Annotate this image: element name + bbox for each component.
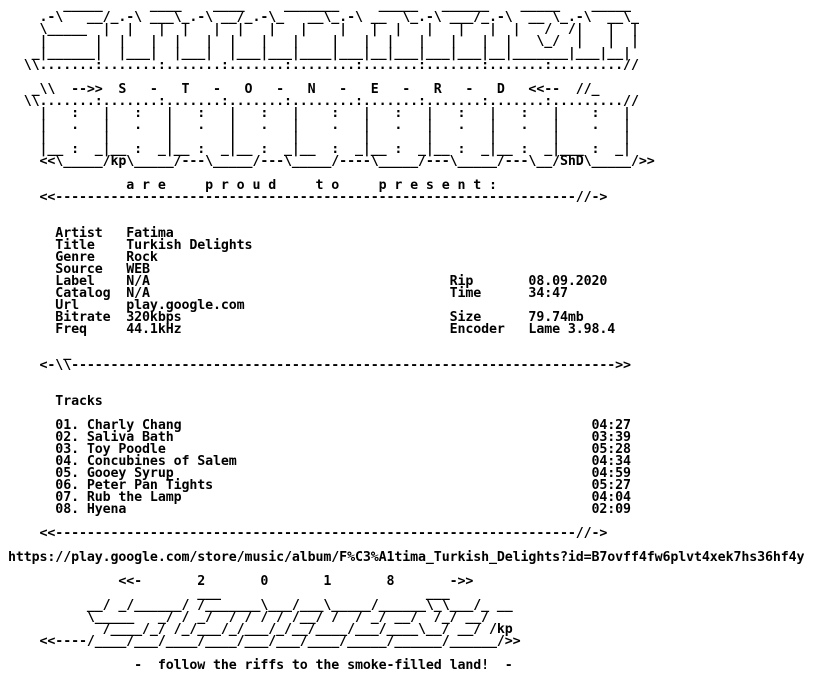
nfo-line xyxy=(8,336,804,348)
nfo-line: Artist Fatima xyxy=(8,226,174,241)
nfo-line: Genre Rock xyxy=(8,250,158,265)
nfo-line: _ xyxy=(8,346,72,361)
nfo-line: _\\ -->> S - T - O - N - E - R - D <<-- … xyxy=(8,82,600,97)
nfo-line: \_____ | | | | | | | | | | | | | | | / /… xyxy=(8,22,639,37)
nfo-line: __/ _/______/ /_______\___/___\_____/___… xyxy=(8,598,513,613)
nfo-line: 01. Charly Chang 04:27 xyxy=(8,418,631,433)
nfo-line: \_____ _/ / _/ / / / / /__/ / / _/ __/ /… xyxy=(8,610,490,625)
nfo-line: 02. Saliva Bath 03:39 xyxy=(8,430,631,445)
nfo-line: https://play.google.com/store/music/albu… xyxy=(8,550,805,565)
nfo-line: _____ ____ ____ _______ _____ ______ ___… xyxy=(8,0,631,13)
nfo-line: 07. Rub the Lamp 04:04 xyxy=(8,490,631,505)
nfo-line: _|______| |___| |___| |___|___|____|___|… xyxy=(8,46,631,61)
nfo-text-document: _____ ____ ____ _______ _____ ______ ___… xyxy=(8,0,805,673)
nfo-line: <-\\------------------------------------… xyxy=(8,358,632,373)
nfo-line: 03. Toy Poodle 05:28 xyxy=(8,442,631,457)
nfo-line xyxy=(8,204,804,216)
nfo-line: 04. Concubines of Salem 04:34 xyxy=(8,454,631,469)
nfo-line: ___ ___ xyxy=(8,586,450,601)
nfo-line: | . | . | . | . | . | . | . | . | . | xyxy=(8,118,632,133)
nfo-line: <<- 2 0 1 8 ->> xyxy=(8,574,474,589)
nfo-line: 05. Gooey Syrup 04:59 xyxy=(8,466,631,481)
nfo-line: | | | | | | | | | | | | | | | | \_/ | | … xyxy=(8,34,639,49)
nfo-line: | : | : | : | : | : | : | : | : | : | xyxy=(8,106,632,121)
nfo-line: \\.......:.......:.......:.......:......… xyxy=(8,94,639,109)
nfo-line: \\.......:.......:.......:.......:......… xyxy=(8,58,639,73)
nfo-line: |__ : _|__ : _|__ : _|__ : _|__ : _|__ :… xyxy=(8,142,632,157)
nfo-line: Freq 44.1kHz Encoder Lame 3.98.4 xyxy=(8,322,616,337)
nfo-line: Tracks xyxy=(8,394,103,409)
nfo-line: - follow the riffs to the smoke-filled l… xyxy=(8,658,513,673)
nfo-line: a r e p r o u d t o p r e s e n t : xyxy=(8,178,497,193)
nfo-line: 08. Hyena 02:09 xyxy=(8,502,631,517)
nfo-line: Title Turkish Delights xyxy=(8,238,253,253)
nfo-line: Catalog N/A Time 34:47 xyxy=(8,286,568,301)
nfo-line xyxy=(8,372,804,384)
nfo-line: .-\ __/_.-\ ___\_.-\ __/_.-\_ __\_.-\ __… xyxy=(8,10,639,25)
nfo-line: /____/_/ /_/___/_/___/_/__/____/___/____… xyxy=(8,622,513,637)
nfo-line: <<--------------------------------------… xyxy=(8,526,608,541)
nfo-line: | | | | | | | | | | xyxy=(8,130,632,145)
nfo-line: Bitrate 320kbps Size 79.74mb xyxy=(8,310,584,325)
nfo-line xyxy=(8,384,804,396)
nfo-line: Source WEB xyxy=(8,262,150,277)
nfo-line: 06. Peter Pan Tights 05:27 xyxy=(8,478,631,493)
nfo-line: <<----/____/___/____/____/___/___/____/_… xyxy=(8,634,521,649)
nfo-line: <<--------------------------------------… xyxy=(8,190,608,205)
nfo-line: <<\_____/kp\_____/---\_____/---\_____/--… xyxy=(8,154,655,169)
nfo-line: Label N/A Rip 08.09.2020 xyxy=(8,274,608,289)
nfo-line: Url play.google.com xyxy=(8,298,245,313)
